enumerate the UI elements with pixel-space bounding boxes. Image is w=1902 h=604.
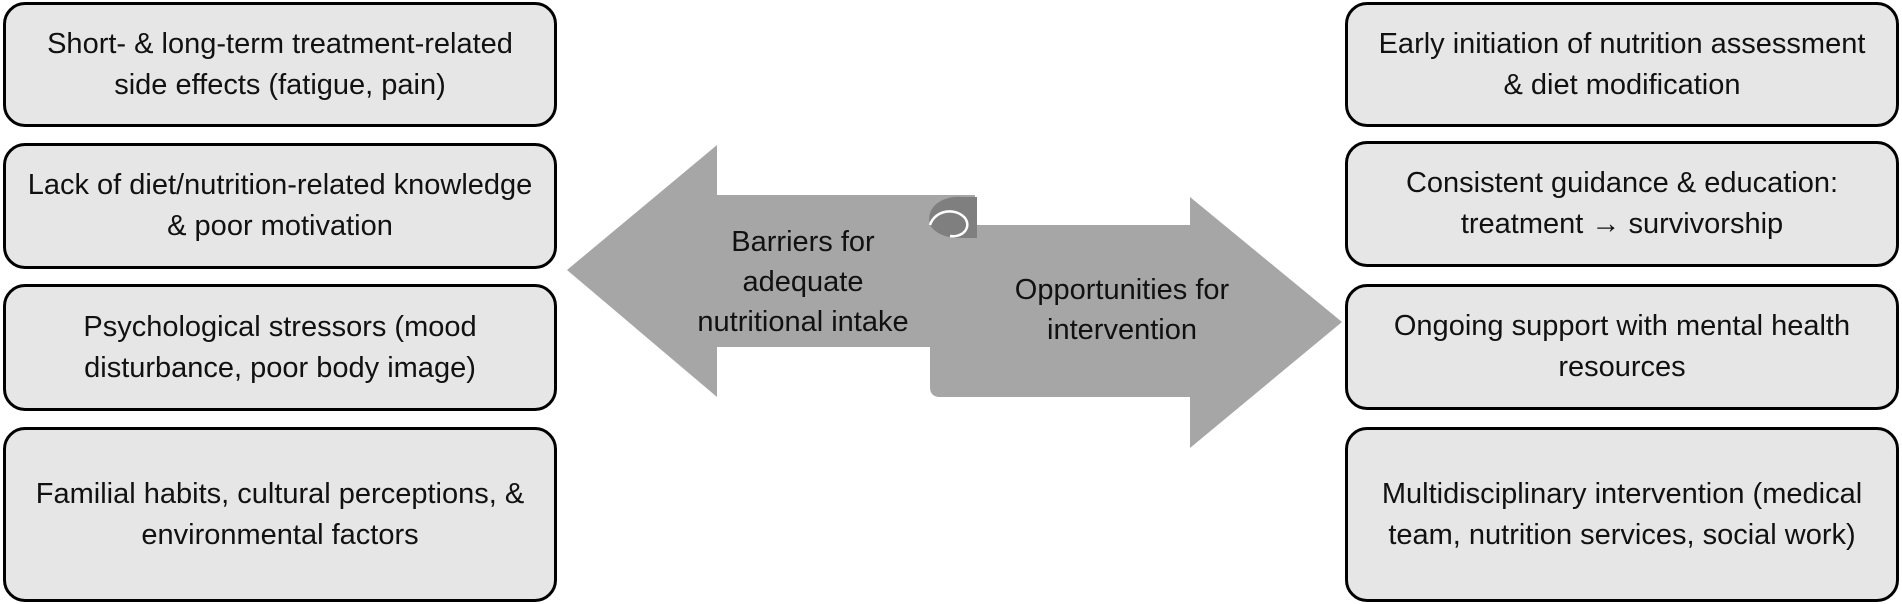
opportunities-arrow-label: Opportunities for intervention — [1014, 274, 1230, 346]
opportunity-box-guidance: Consistent guidance & education: treatme… — [1345, 141, 1899, 267]
barrier-box-knowledge: Lack of diet/nutrition-related knowledge… — [3, 143, 557, 269]
opportunity-text: Ongoing support with mental health resou… — [1393, 310, 1851, 383]
scroll-curl — [928, 210, 969, 238]
opportunity-text: Consistent guidance & education: treatme… — [1405, 167, 1839, 240]
opportunity-box-mental-health: Ongoing support with mental health resou… — [1345, 284, 1899, 410]
scroll-fold — [929, 196, 977, 238]
opportunities-arrow — [930, 197, 1342, 448]
opportunity-text: Multidisciplinary intervention (medical … — [1381, 477, 1863, 551]
barrier-box-psychological: Psychological stressors (mood disturbanc… — [3, 284, 557, 411]
barrier-text: Short- & long-term treatment-related sid… — [47, 27, 513, 101]
opportunity-box-early-initiation: Early initiation of nutrition assessment… — [1345, 2, 1899, 127]
barriers-arrow — [567, 145, 975, 397]
opportunity-box-multidisciplinary: Multidisciplinary intervention (medical … — [1345, 427, 1899, 602]
barrier-text: Psychological stressors (mood disturbanc… — [83, 310, 477, 384]
barrier-text: Familial habits, cultural perceptions, &… — [35, 477, 525, 551]
barrier-box-side-effects: Short- & long-term treatment-related sid… — [3, 2, 557, 127]
opportunity-text: Early initiation of nutrition assessment… — [1378, 27, 1866, 101]
barriers-arrow-label: Barriers for adequate nutritional intake — [697, 226, 909, 338]
barrier-text: Lack of diet/nutrition-related knowledge… — [27, 169, 533, 242]
barrier-box-familial: Familial habits, cultural perceptions, &… — [3, 427, 557, 602]
